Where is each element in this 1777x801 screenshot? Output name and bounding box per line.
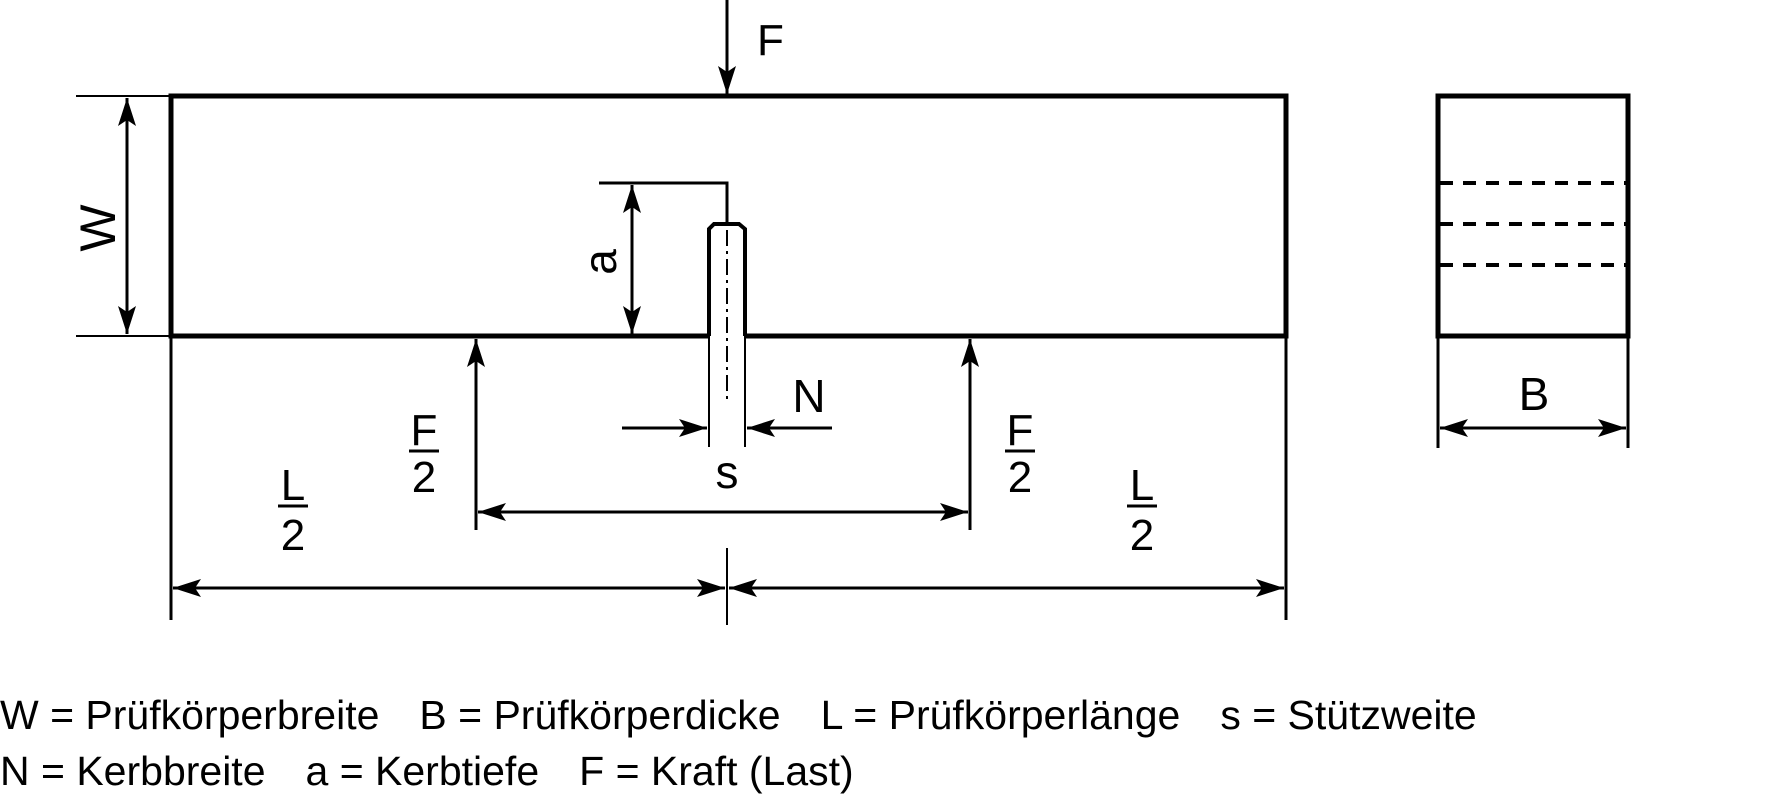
legend-item: L = Prüfkörperlänge bbox=[820, 692, 1181, 738]
svg-text:F: F bbox=[1007, 406, 1034, 455]
force-label: F bbox=[757, 16, 784, 65]
svg-text:2: 2 bbox=[1130, 511, 1154, 560]
svg-text:L: L bbox=[1130, 461, 1154, 510]
legend-line-1: W = Prüfkörperbreite B = Prüfkörperdicke L… bbox=[0, 692, 1477, 739]
svg-text:2: 2 bbox=[281, 511, 305, 560]
legend-item: N = Kerbbreite bbox=[0, 748, 266, 794]
legend-item: F = Kraft (Last) bbox=[579, 748, 854, 794]
support-span-label: s bbox=[716, 446, 739, 498]
half-length-label-right: L 2 bbox=[1127, 461, 1157, 560]
width-label: W bbox=[70, 204, 126, 252]
legend-item: B = Prüfkörperdicke bbox=[419, 692, 781, 738]
half-length-label-left: L 2 bbox=[278, 461, 308, 560]
notch-depth-label: a bbox=[574, 249, 626, 275]
legend-item: a = Kerbtiefe bbox=[305, 748, 540, 794]
legend-item: W = Prüfkörperbreite bbox=[0, 692, 380, 738]
thickness-label: B bbox=[1519, 368, 1550, 420]
specimen-front-view bbox=[168, 93, 1289, 400]
svg-text:L: L bbox=[281, 461, 305, 510]
length-dimension bbox=[169, 336, 1288, 625]
specimen-side-view: B bbox=[1435, 93, 1631, 448]
support-span-dimension: s bbox=[478, 446, 968, 521]
legend-line-2: N = Kerbbreite a = Kerbtiefe F = Kraft (La… bbox=[0, 748, 854, 795]
width-dimension: W bbox=[70, 95, 171, 337]
force-arrow: F bbox=[718, 0, 784, 94]
svg-text:2: 2 bbox=[412, 453, 436, 502]
notch-width-label: N bbox=[792, 370, 825, 422]
notch-width-dimension: N bbox=[622, 336, 832, 447]
side-view-outline bbox=[1435, 93, 1631, 339]
half-force-label-left: F 2 bbox=[409, 406, 439, 502]
specimen-outline bbox=[168, 93, 1289, 339]
legend-item: s = Stützweite bbox=[1220, 692, 1477, 738]
svg-text:2: 2 bbox=[1008, 453, 1032, 502]
notch-depth-dimension: a bbox=[574, 181, 729, 334]
half-force-label-right: F 2 bbox=[1005, 406, 1035, 502]
svg-text:F: F bbox=[411, 406, 438, 455]
